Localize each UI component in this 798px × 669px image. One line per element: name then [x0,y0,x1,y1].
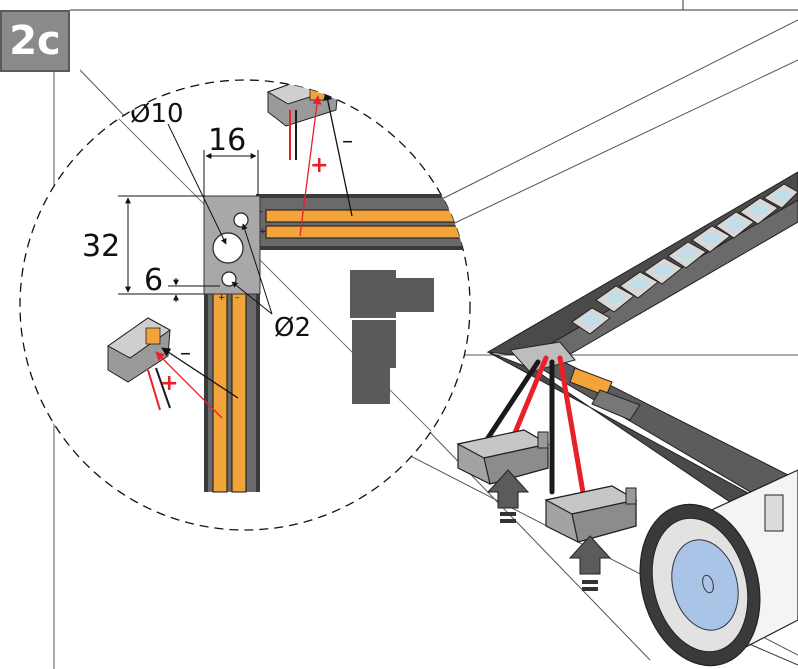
hole-small-top [233,212,249,228]
polarity-minus-left: – [180,341,191,366]
svg-text:+: + [218,293,226,303]
polarity-plus-top: + [310,153,328,178]
connector-right [544,485,638,543]
dim-hole-large: Ø10 [130,99,184,129]
polarity-plus-left: + [160,371,178,396]
vertical-profile [204,291,260,493]
spotlight [639,469,798,667]
dim-height: 32 [82,229,120,264]
corner-connector-silhouette [350,270,434,404]
frame-lines [70,0,798,11]
polarity-arrows [155,91,353,419]
horizontal-profile [256,194,470,250]
dim-width: 16 [208,123,246,158]
svg-text:+: + [259,227,267,237]
polarity-minus-top: – [342,129,353,154]
insert-arrow-right [568,535,612,591]
wires-3d [479,355,589,513]
small-connector-left [107,317,171,411]
insert-arrow-left [486,469,530,523]
svg-text:–: – [259,207,264,217]
hole-large [212,232,244,264]
detail-contents: – + + – [79,80,470,493]
dim-gap: 6 [144,263,163,298]
step-badge: 2c [0,10,70,72]
step-label: 2c [9,18,61,64]
dim-hole-small: Ø2 [274,313,311,343]
connector-left [456,429,550,485]
led-lenses [571,183,798,335]
svg-text:–: – [235,293,240,303]
dimension-lines [118,123,273,315]
corner-strip-3d [569,367,641,421]
